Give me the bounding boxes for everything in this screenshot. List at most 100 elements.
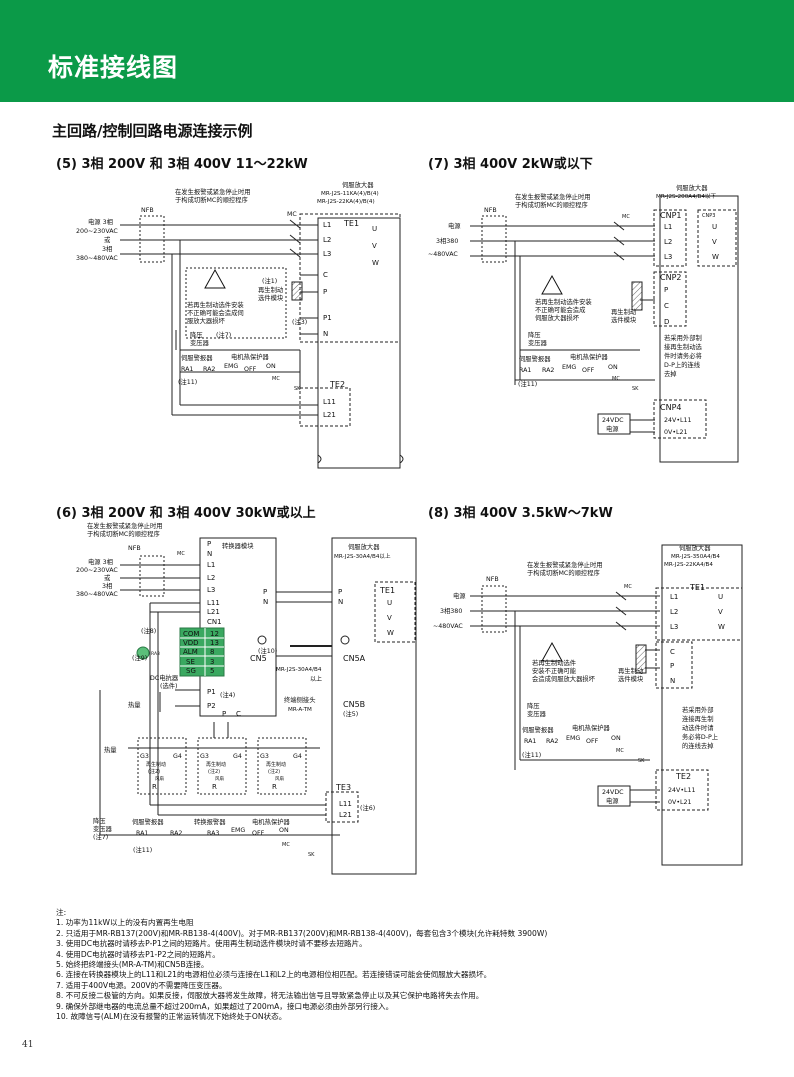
d6-cn5-model-2: 以上: [310, 675, 322, 683]
d5-ra2: RA2: [203, 366, 215, 373]
d8-l2: L2: [670, 608, 678, 616]
d6-amp-label: 伺服放大器: [348, 542, 380, 551]
d8-24v: 24V•L11: [668, 787, 696, 794]
d5-supply-1: 电源 3相: [88, 217, 113, 226]
d6-note5: (注5): [343, 709, 358, 718]
d8-motor-protect: 电机热保护器: [572, 723, 610, 732]
d5-p: P: [323, 288, 327, 296]
d7-transformer-1: 降压: [528, 330, 541, 339]
d5-emg: EMG: [224, 363, 238, 370]
diagram-8: [470, 544, 743, 866]
d7-amp-label: 伺服放大器: [676, 183, 708, 192]
cnp3-dashed: [697, 209, 737, 267]
d6-mod3-g3: G3: [260, 753, 269, 760]
d6-te3: TE3: [335, 783, 351, 792]
cnp1-dashed: [653, 209, 687, 267]
d6-cn1-row4-pin: 5: [210, 667, 214, 675]
d6-mod1-note: (注2): [148, 768, 160, 775]
d7-ra2: RA2: [542, 367, 554, 374]
d5-note7: (注7): [216, 330, 231, 339]
te1-dashed: [374, 581, 416, 643]
d8-c: C: [670, 648, 675, 656]
te1-dashed: [655, 587, 743, 641]
d8-warn-3: 会造成伺服放大器损坏: [532, 674, 596, 683]
servo-amp-box: [659, 195, 739, 463]
d5-supply-4: 3相: [102, 244, 112, 253]
d5-te2: TE2: [329, 380, 345, 389]
d6-amp-n: N: [338, 598, 343, 606]
d6-mod1-fan: 风扇: [155, 775, 164, 782]
d6-mod3-g4: G4: [293, 753, 302, 760]
d8-u: U: [718, 593, 723, 601]
d5-u: U: [372, 225, 377, 233]
d8-on: ON: [611, 735, 621, 742]
d6-mod2-fan: 风扇: [215, 775, 224, 782]
d8-emg: EMG: [566, 735, 580, 742]
d7-24vdc-2: 电源: [606, 424, 619, 433]
d8-supply-1: 电源: [453, 591, 466, 600]
te2-dashed: [655, 769, 709, 811]
diagram-7: [470, 195, 739, 463]
d8-mc: MC: [624, 584, 632, 590]
d5-l11: L11: [323, 398, 336, 406]
d6-supply-5: 380~480VAC: [76, 591, 118, 598]
d6-w: W: [387, 629, 394, 637]
d7-ext-2: 接再生制动选: [664, 342, 702, 351]
d5-l3: L3: [323, 250, 331, 258]
d5-sk: SK: [294, 386, 301, 392]
d6-l1: L1: [207, 561, 215, 569]
d7-24v: 24V•L11: [664, 417, 692, 424]
d6-heat-1: 热量: [128, 700, 141, 709]
diagram-6-title: (6) 3相 200V 和 3相 400V 30kW或以上: [56, 506, 316, 521]
diagram-6: [99, 537, 417, 875]
section-title: 主回路/控制回路电源连接示例: [52, 122, 253, 140]
d6-note4: (注4): [220, 690, 235, 699]
d5-note3: (注3): [292, 317, 307, 326]
d7-warn-1: 若再生制动选件安装: [535, 297, 592, 306]
d5-supply-3: 或: [104, 235, 111, 244]
d5-emg-note-1: 在发生报警或紧急停止时用: [175, 187, 251, 196]
te1-dashed: [299, 213, 401, 343]
diagram-7-title: (7) 3相 400V 2kW或以下: [428, 157, 593, 172]
d6-l3: L3: [207, 586, 215, 594]
cp-dashed: [655, 641, 693, 689]
d5-ra1: RA1: [181, 366, 193, 373]
d6-note11: (注11): [133, 845, 152, 854]
d6-note9: (注9): [132, 653, 147, 662]
d6-converter: 转换器模块: [222, 541, 254, 550]
d6-supply-4: 3相: [102, 581, 112, 590]
d5-warn-1: 若再生制动选件安装: [187, 300, 244, 309]
d7-24vdc-1: 24VDC: [602, 417, 624, 424]
d8-te2: TE2: [675, 772, 691, 781]
d5-on: ON: [266, 363, 276, 370]
d5-p1: P1: [323, 314, 332, 322]
cnp4-dashed: [653, 399, 707, 439]
d6-dc-reactor-2: (选件): [160, 681, 178, 690]
d5-regen-2: 选件模块: [258, 293, 284, 302]
d5-transformer-2: 变压器: [190, 338, 210, 347]
d6-heat-2: 热量: [104, 745, 117, 754]
d7-u: U: [712, 223, 717, 231]
d6-v: V: [387, 614, 392, 622]
d6-cn1-row4-name: SG: [186, 667, 196, 675]
d5-l2: L2: [323, 236, 331, 244]
d6-l2: L2: [207, 574, 215, 582]
d5-warn-3: 服放大器损坏: [187, 316, 225, 325]
d6-cn1-row3-pin: 3: [210, 658, 214, 666]
d6-l21b: L21: [339, 811, 352, 819]
d6-conv-n: N: [263, 598, 268, 606]
d5-motor-protect: 电机热保护器: [231, 352, 269, 361]
d7-mc-coil: MC: [612, 376, 620, 382]
d8-te1: TE1: [689, 583, 705, 592]
d7-mc: MC: [622, 214, 630, 220]
d7-cnp1: CNP1: [660, 211, 681, 220]
d8-nfb: NFB: [486, 576, 499, 583]
te2-dashed: [299, 387, 351, 427]
d6-terminator-2: MR-A-TM: [288, 707, 312, 713]
d5-c: C: [323, 271, 328, 279]
d6-motor-protect: 电机热保护器: [252, 817, 290, 826]
title-banner: 标准接线图: [0, 0, 794, 102]
d7-note11: (注11): [518, 379, 537, 388]
d5-emg-note-2: 于构成切断MC的顺控程序: [175, 195, 248, 204]
